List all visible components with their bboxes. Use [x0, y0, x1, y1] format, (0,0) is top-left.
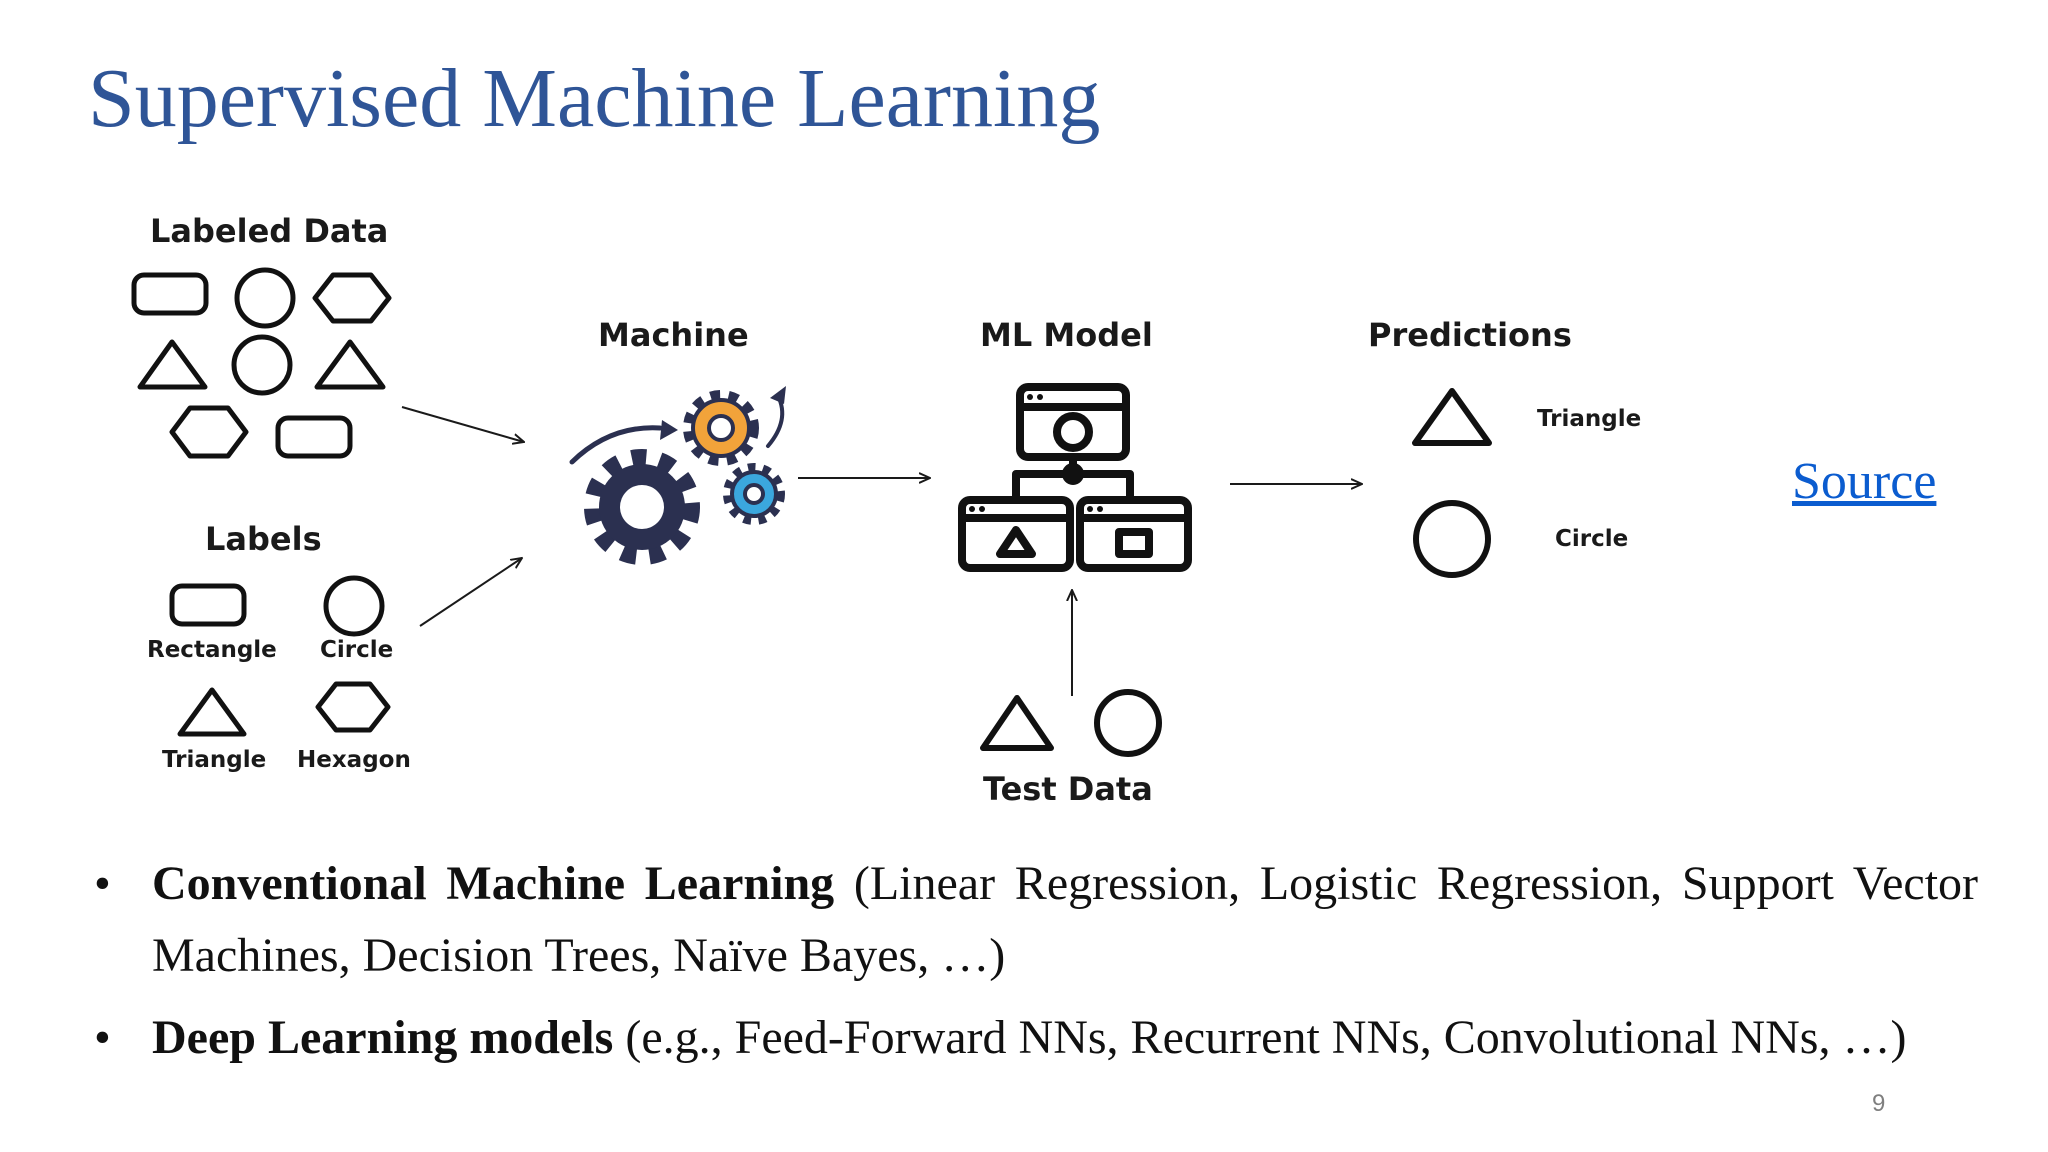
- slide-title: Supervised Machine Learning: [88, 52, 1101, 145]
- ml-model-title: ML Model: [980, 316, 1153, 354]
- labeled-data-shapes: [131, 267, 392, 459]
- ml-model-icon-dots: [969, 394, 1103, 512]
- label-shapes: [169, 575, 391, 737]
- ml-model-icon: [958, 383, 1192, 572]
- gears-icon: [569, 386, 786, 565]
- prediction-circle-label: Circle: [1555, 526, 1628, 552]
- labels-title: Labels: [205, 520, 322, 558]
- arrow-labeled-data-to-machine: [401, 406, 524, 442]
- circle-shape: [323, 575, 385, 637]
- triangle-shape: [980, 695, 1054, 751]
- label-hexagon: Hexagon: [297, 747, 411, 773]
- bullet-list: • Conventional Machine Learning (Linear …: [88, 848, 1978, 1084]
- source-link[interactable]: Source: [1792, 453, 1937, 510]
- predictions-title: Predictions: [1368, 316, 1572, 354]
- rectangle-shape: [275, 415, 353, 459]
- rotation-arrow: [766, 394, 785, 448]
- bullet-text: (Linear Regression, Logistic Regression,…: [152, 857, 1979, 982]
- label-circle: Circle: [320, 637, 393, 663]
- bullet-text: (e.g., Feed-Forward NNs, Recurrent NNs, …: [613, 1011, 1907, 1064]
- circle-shape: [231, 334, 293, 396]
- arrow-labels-to-machine: [419, 558, 522, 627]
- bullet-marker: •: [94, 857, 111, 910]
- prediction-shapes: [1412, 388, 1492, 578]
- circle-shape: [234, 267, 296, 329]
- label-triangle: Triangle: [162, 747, 266, 773]
- bullet-item: • Conventional Machine Learning (Linear …: [88, 848, 1978, 992]
- label-rectangle: Rectangle: [147, 637, 277, 663]
- supervised-learning-diagram: Labeled Data Labels Rectangle Circle Tri…: [131, 212, 1641, 808]
- triangle-shape: [314, 339, 386, 390]
- labeled-data-title: Labeled Data: [150, 212, 388, 250]
- hexagon-shape: [312, 272, 392, 324]
- machine-title: Machine: [598, 316, 749, 354]
- large-gear-hole: [620, 485, 664, 529]
- triangle-shape: [177, 687, 247, 737]
- triangle-shape: [1412, 388, 1492, 446]
- bullet-marker: •: [94, 1011, 111, 1064]
- test-data-title: Test Data: [983, 770, 1153, 808]
- circle-shape: [1413, 500, 1491, 578]
- large-gear-icon: [584, 449, 700, 565]
- test-data-shapes: [980, 689, 1162, 757]
- rotation-arrow: [569, 425, 663, 465]
- prediction-triangle-label: Triangle: [1537, 406, 1641, 432]
- page-number: 9: [1872, 1090, 1886, 1117]
- bullet-bold-text: Deep Learning models: [152, 1011, 614, 1064]
- triangle-shape: [137, 339, 208, 390]
- hexagon-shape: [169, 405, 249, 459]
- bullet-bold-text: Conventional Machine Learning: [152, 857, 835, 910]
- hexagon-shape: [315, 681, 391, 733]
- bullet-item: • Deep Learning models (e.g., Feed-Forwa…: [88, 1002, 1978, 1074]
- rectangle-shape: [131, 272, 209, 316]
- rectangle-shape: [169, 583, 247, 627]
- circle-shape: [1094, 689, 1162, 757]
